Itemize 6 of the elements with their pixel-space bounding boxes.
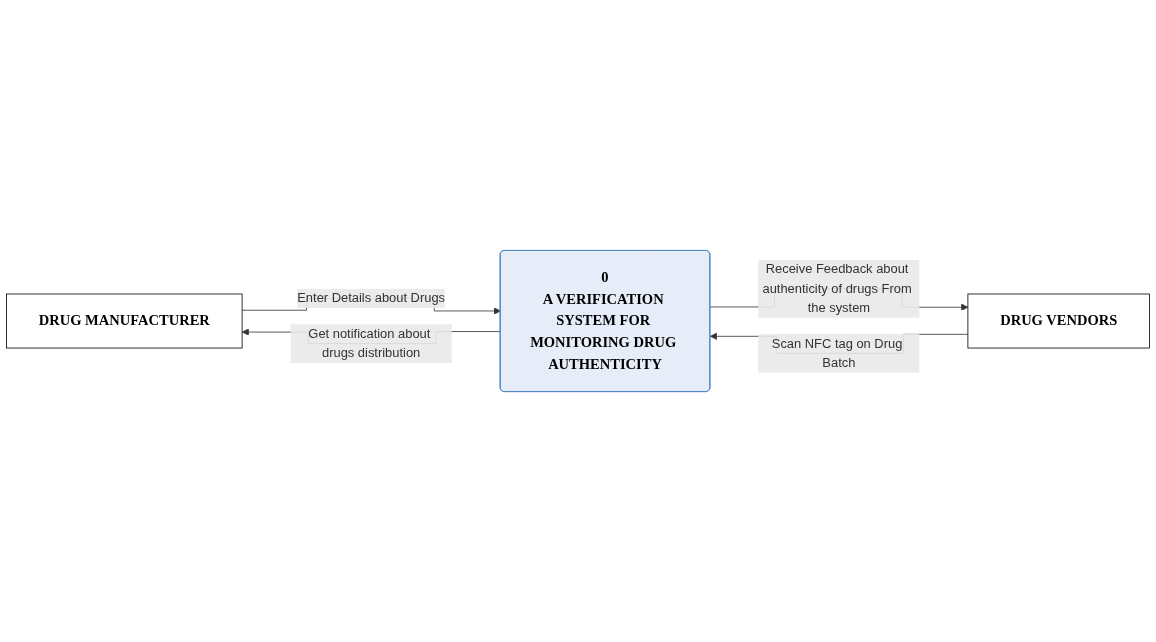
node-box: DRUG MANUFACTURER [6,293,243,349]
edge-label: Enter Details about Drugs [297,291,446,305]
edge-label: Get notification about drugs distribution [308,326,431,360]
edge-label: Scan NFC tag on Drug Batch [771,336,903,370]
node-box: DRUG VENDORS [967,293,1150,349]
edge-label: Receive Feedback about authenticity of drugs From the system [762,262,912,315]
